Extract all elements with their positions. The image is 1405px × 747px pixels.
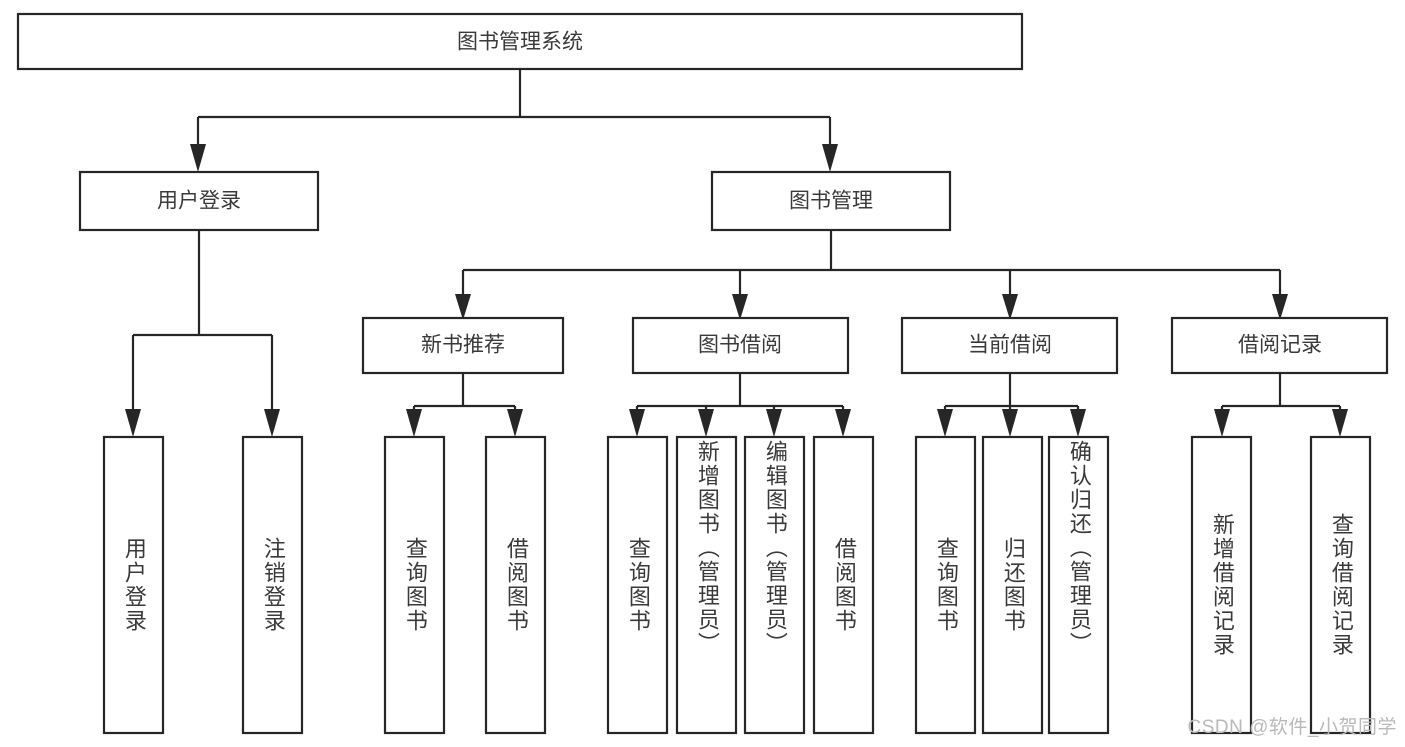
leaf-box-edit-book-admin[interactable]	[743, 435, 806, 735]
arrow-head-icon	[406, 409, 422, 437]
user-login-label: 用户登录	[157, 190, 241, 213]
book-management-label: 图书管理	[789, 190, 873, 213]
arrow-head-icon	[125, 409, 141, 437]
leaf-box-add-book-admin[interactable]	[675, 435, 738, 735]
new-book-recommend-box[interactable]	[361, 316, 565, 375]
watermark: CSDN @软件_小贺同学	[1187, 717, 1397, 738]
node-new-book-recommend[interactable]: 新书推荐	[361, 316, 565, 375]
node-user-login[interactable]: 用户登录	[78, 170, 320, 232]
arrow-head-icon	[835, 409, 851, 437]
node-borrow-record[interactable]: 借阅记录	[1170, 316, 1389, 375]
leaf-box-query-book-borrow[interactable]	[606, 435, 669, 735]
node-book-borrow[interactable]: 图书借阅	[631, 316, 850, 375]
current-borrow-box[interactable]	[900, 316, 1119, 375]
arrow-head-icon	[507, 409, 523, 437]
connector-book-borrow-to-leaves	[629, 373, 851, 437]
leaf-box-query-book-recommend[interactable]	[383, 435, 446, 735]
root-label: 图书管理系统	[457, 31, 583, 54]
arrow-head-icon	[937, 409, 953, 437]
current-borrow-label: 当前借阅	[968, 334, 1052, 357]
new-book-recommend-label: 新书推荐	[421, 334, 505, 357]
root-box[interactable]	[16, 12, 1024, 71]
node-root[interactable]: 图书管理系统	[16, 12, 1024, 71]
leaf-box-borrow-book[interactable]	[812, 435, 875, 735]
connector-new-book-recommend-to-leaves	[406, 373, 523, 437]
leaf-box-borrow-book-recommend[interactable]	[484, 435, 547, 735]
arrow-head-icon	[1214, 409, 1230, 437]
arrow-head-icon	[455, 294, 471, 320]
arrow-head-icon	[822, 144, 838, 172]
leaf-box-user-login[interactable]	[102, 435, 165, 735]
connector-user-login-to-leaves	[125, 230, 280, 437]
leaf-box-return-book[interactable]	[981, 435, 1044, 735]
arrow-head-icon	[190, 144, 206, 172]
arrow-head-icon	[1002, 409, 1018, 437]
leaf-box-query-book-current[interactable]	[914, 435, 977, 735]
book-borrow-label: 图书借阅	[698, 334, 782, 357]
leaf-box-confirm-return-admin[interactable]	[1047, 435, 1110, 735]
leaf-box-logout[interactable]	[241, 435, 304, 735]
arrow-head-icon	[1070, 409, 1086, 437]
arrow-head-icon	[766, 409, 782, 437]
arrow-head-icon	[1332, 409, 1348, 437]
arrow-head-icon	[698, 409, 714, 437]
arrow-head-icon	[1002, 294, 1018, 320]
borrow-record-label: 借阅记录	[1238, 334, 1322, 357]
user-login-box[interactable]	[78, 170, 320, 232]
connector-borrow-record-to-leaves	[1214, 373, 1348, 437]
arrow-head-icon	[264, 409, 280, 437]
arrow-head-icon	[629, 409, 645, 437]
connector-current-borrow-to-leaves	[937, 373, 1086, 437]
connector-book-management-to-level3	[455, 230, 1288, 320]
leaf-box-add-borrow-record[interactable]	[1190, 435, 1253, 735]
connector-root-to-level2	[190, 69, 838, 172]
arrow-head-icon	[1272, 294, 1288, 320]
node-current-borrow[interactable]: 当前借阅	[900, 316, 1119, 375]
node-book-management[interactable]: 图书管理	[710, 170, 952, 232]
arrow-head-icon	[732, 294, 748, 320]
leaf-box-query-borrow-record[interactable]	[1309, 435, 1372, 735]
